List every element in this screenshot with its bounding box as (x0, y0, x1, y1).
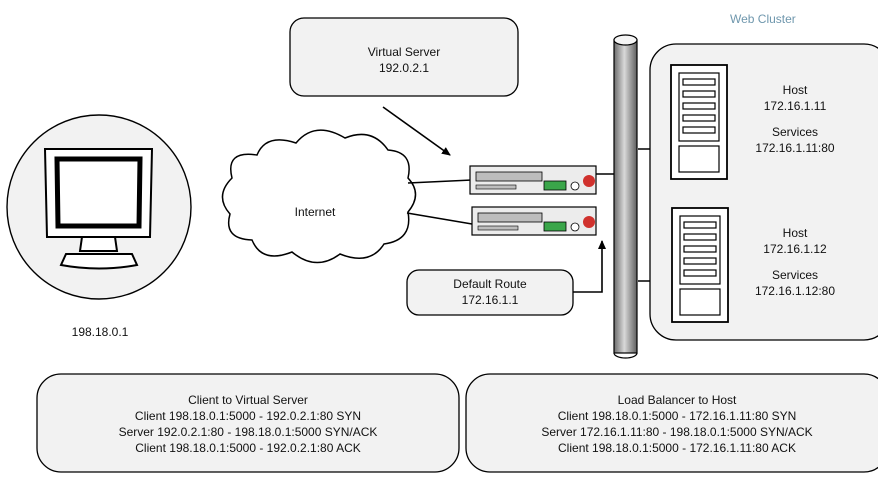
host-2-label: Host 172.16.1.12 Services 172.16.1.12:80 (740, 225, 850, 299)
network-segment-pipe (613, 34, 638, 359)
load-balancer-to-host-box (465, 373, 878, 473)
services-address: 172.16.1.12:80 (754, 284, 836, 298)
default-route-address: 172.16.1.1 (461, 293, 519, 307)
internet-label: Internet (294, 205, 336, 219)
server-icon (671, 207, 729, 323)
table-line: Server 172.16.1.11:80 - 198.18.0.1:5000 … (541, 425, 813, 439)
table-line: Server 192.0.2.1:80 - 198.18.0.1:5000 SY… (118, 425, 378, 439)
client-to-virtual-server-text: Client to Virtual Server Client 198.18.0… (37, 392, 459, 456)
services-label: Services (771, 125, 818, 139)
web-cluster-title: Web Cluster (730, 12, 796, 26)
link-cloud-lb2 (406, 212, 473, 225)
internet-cloud-icon (221, 129, 417, 264)
table-line: Client 198.18.0.1:5000 - 172.16.1.11:80 … (557, 409, 797, 423)
host-title: Host (782, 226, 808, 240)
client-address: 198.18.0.1 (71, 325, 129, 339)
virtual-server-label: Virtual Server 192.0.2.1 (290, 44, 518, 76)
table-line: Client 198.18.0.1:5000 - 192.0.2.1:80 AC… (135, 441, 361, 455)
load-balancer-to-host-text: Load Balancer to Host Client 198.18.0.1:… (466, 392, 878, 456)
virtual-server-box (289, 17, 519, 97)
host-title: Host (782, 83, 808, 97)
host-address: 172.16.1.11 (763, 99, 827, 113)
default-route-label: Default Route 172.16.1.1 (407, 276, 573, 308)
virtual-server-title: Virtual Server (367, 45, 441, 59)
default-route-title: Default Route (453, 277, 527, 291)
host-1-label: Host 172.16.1.11 Services 172.16.1.11:80 (740, 82, 850, 156)
default-route-arrow (573, 240, 606, 293)
services-label: Services (771, 268, 818, 282)
client-to-virtual-server-box (36, 373, 460, 473)
services-address: 172.16.1.11:80 (755, 141, 835, 155)
table-title: Client to Virtual Server (188, 393, 308, 407)
client-computer-icon (6, 114, 192, 300)
load-balancer-standby-icon (471, 206, 597, 236)
server-icon (670, 64, 728, 180)
link-cloud-lb1 (407, 179, 473, 184)
table-line: Client 198.18.0.1:5000 - 192.0.2.1:80 SY… (134, 409, 362, 423)
virtual-server-address: 192.0.2.1 (378, 61, 430, 75)
table-line: Client 198.18.0.1:5000 - 172.16.1.11:80 … (558, 441, 796, 455)
virtual-server-arrow (382, 106, 451, 156)
table-title: Load Balancer to Host (617, 393, 737, 407)
host-address: 172.16.1.12 (763, 242, 827, 256)
load-balancer-icon (469, 165, 597, 195)
